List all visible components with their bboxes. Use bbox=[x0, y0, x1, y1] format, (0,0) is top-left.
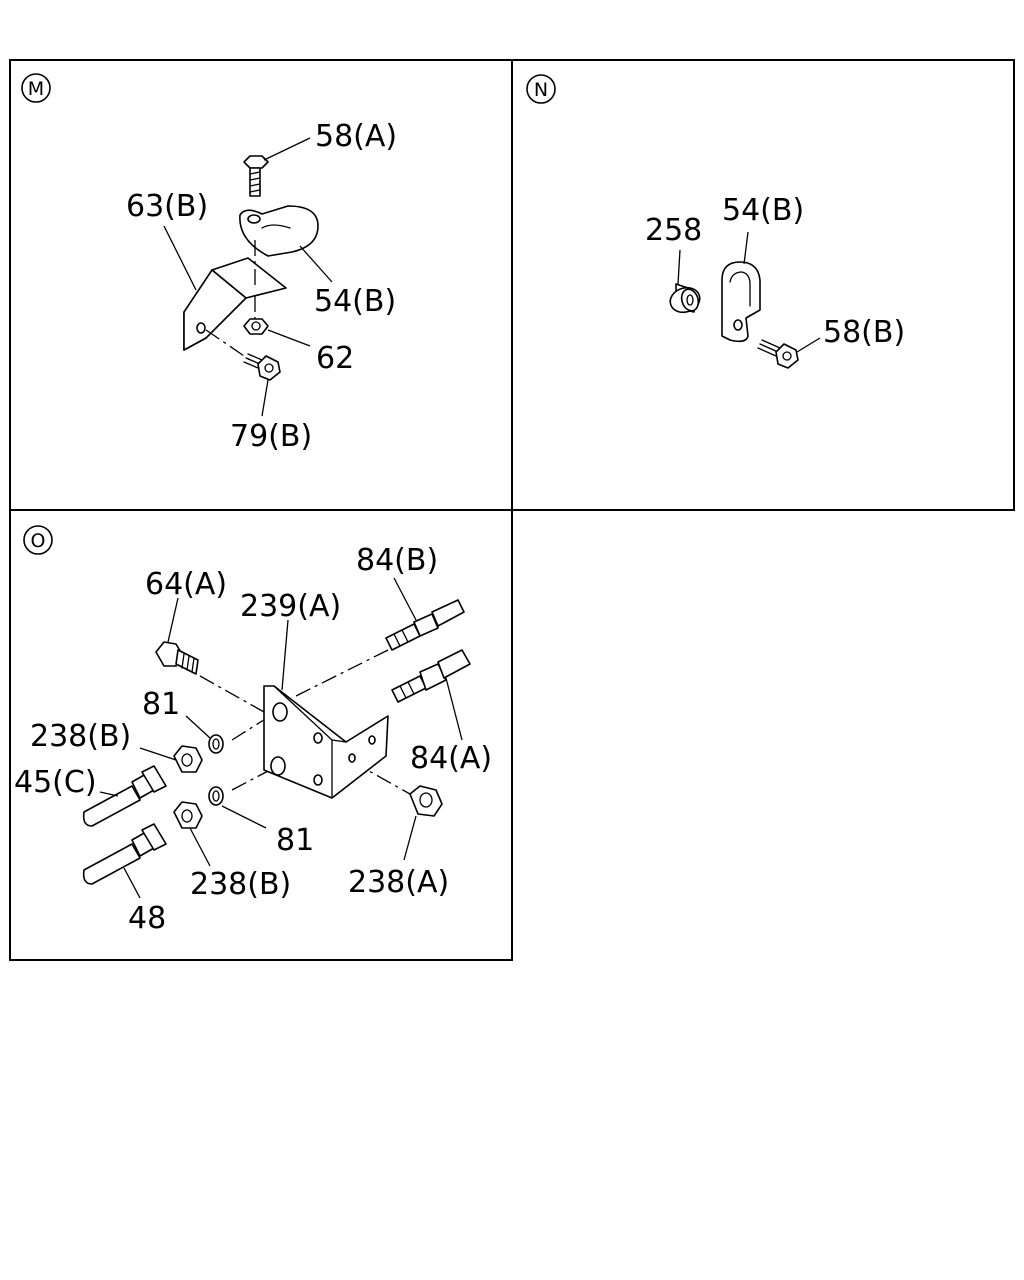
pipe-45c-icon bbox=[82, 765, 167, 827]
callout-58a: 58(A) bbox=[315, 119, 397, 154]
fitting-84b-icon bbox=[385, 599, 465, 651]
washer-81-upper-icon bbox=[208, 734, 224, 754]
pipe-48-icon bbox=[82, 823, 167, 885]
leader-238b-upper bbox=[139, 747, 177, 761]
clip-54b-icon bbox=[239, 205, 319, 257]
leader-62 bbox=[267, 329, 311, 347]
leader-81-lower bbox=[221, 805, 267, 829]
assembly-line-o2 bbox=[295, 649, 389, 697]
callout-54b-n: 54(B) bbox=[722, 193, 804, 228]
panel-o-frame bbox=[9, 509, 513, 961]
svg-text:O: O bbox=[31, 530, 46, 552]
bracket-239a-icon bbox=[263, 685, 389, 799]
callout-64a: 64(A) bbox=[145, 567, 227, 602]
panel-o-badge: O bbox=[23, 525, 53, 555]
leader-84b bbox=[393, 577, 417, 621]
spacer-258-icon bbox=[669, 283, 701, 314]
leader-81-upper bbox=[185, 715, 211, 739]
panel-m-badge: M bbox=[21, 73, 51, 103]
callout-238a: 238(A) bbox=[348, 865, 449, 900]
assembly-line-m3 bbox=[205, 329, 251, 361]
callout-54b-m: 54(B) bbox=[314, 284, 396, 319]
svg-text:N: N bbox=[534, 79, 548, 101]
leader-45c bbox=[99, 791, 119, 797]
callout-58b: 58(B) bbox=[823, 315, 905, 350]
callout-238b-lower: 238(B) bbox=[190, 867, 291, 902]
clip-54b-icon bbox=[721, 261, 761, 343]
callout-62: 62 bbox=[316, 341, 354, 376]
bolt-79b-icon bbox=[243, 353, 281, 381]
callout-258: 258 bbox=[645, 213, 702, 248]
callout-81-lower: 81 bbox=[276, 823, 314, 858]
fitting-84a-icon bbox=[391, 649, 471, 703]
callout-48: 48 bbox=[128, 901, 166, 936]
leader-258 bbox=[677, 249, 681, 285]
leader-239a bbox=[281, 619, 289, 691]
panel-n-badge: N bbox=[526, 74, 556, 104]
callout-84b: 84(B) bbox=[356, 543, 438, 578]
leader-58a bbox=[263, 137, 311, 161]
bolt-58b-icon bbox=[757, 339, 799, 369]
callout-79b: 79(B) bbox=[230, 419, 312, 454]
washer-81-lower-icon bbox=[208, 786, 224, 806]
bolt-64a-icon bbox=[155, 641, 199, 675]
leader-84a bbox=[445, 677, 463, 741]
leader-238b-lower bbox=[189, 827, 211, 867]
nut-238b-lower-icon bbox=[173, 801, 203, 829]
nut-62-icon bbox=[243, 318, 269, 335]
nut-238a-icon bbox=[409, 785, 443, 817]
panel-frames bbox=[9, 59, 1015, 961]
assembly-line-o4 bbox=[231, 769, 271, 791]
svg-text:M: M bbox=[28, 78, 44, 100]
bolt-58a-icon bbox=[243, 155, 269, 197]
leader-63b bbox=[163, 225, 197, 291]
leader-238a bbox=[403, 815, 417, 861]
leader-48 bbox=[123, 867, 141, 899]
callout-238b-upper: 238(B) bbox=[30, 719, 131, 754]
callout-63b: 63(B) bbox=[126, 189, 208, 224]
leader-58b bbox=[796, 337, 821, 353]
nut-238b-upper-icon bbox=[173, 745, 203, 773]
leader-54b-m bbox=[299, 245, 333, 283]
panel-m: M bbox=[21, 73, 397, 454]
leader-79b bbox=[261, 379, 269, 417]
callout-81-upper: 81 bbox=[142, 687, 180, 722]
leader-64a bbox=[167, 597, 179, 643]
callout-239a: 239(A) bbox=[240, 589, 341, 624]
callout-84a: 84(A) bbox=[410, 741, 492, 776]
panel-n-frame bbox=[511, 59, 1015, 511]
callout-45c: 45(C) bbox=[14, 765, 97, 800]
panel-o: O bbox=[14, 525, 492, 936]
bracket-63b-icon bbox=[183, 257, 287, 351]
leader-54b-n bbox=[743, 231, 749, 265]
panel-n: N 258 54(B) 58(B) bbox=[526, 74, 905, 369]
